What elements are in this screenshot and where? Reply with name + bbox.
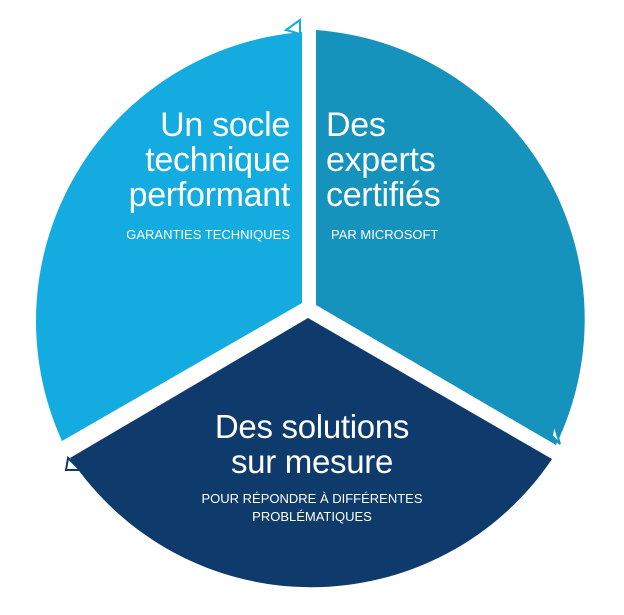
segment-experts-subtitle: PAR MICROSOFT bbox=[331, 226, 438, 244]
title-line: performant bbox=[128, 176, 291, 214]
rim-notch-top bbox=[283, 18, 301, 36]
subtitle-line: PROBLÉMATIQUES bbox=[252, 509, 372, 524]
segment-experts-shape bbox=[316, 30, 585, 445]
title-line: Des solutions bbox=[214, 408, 410, 445]
segment-solutions-title: Des solutions sur mesure bbox=[112, 409, 512, 479]
segment-technique-title: Un socle technique performant bbox=[128, 106, 291, 214]
segment-technique-subtitle: GARANTIES TECHNIQUES bbox=[126, 226, 290, 244]
subtitle-line: GARANTIES TECHNIQUES bbox=[126, 227, 290, 242]
segment-solutions-subtitle: POUR RÉPONDRE À DIFFÉRENTES PROBLÉMATIQU… bbox=[112, 490, 512, 526]
segment-solutions-shape bbox=[70, 318, 552, 588]
title-line: Des bbox=[326, 106, 386, 144]
title-line: sur mesure bbox=[230, 443, 394, 480]
title-line: experts bbox=[326, 141, 436, 179]
subtitle-line: PAR MICROSOFT bbox=[331, 227, 439, 242]
title-line: Un socle bbox=[160, 106, 290, 144]
rim-notch-left bbox=[64, 455, 83, 471]
title-line: technique bbox=[145, 141, 290, 179]
segment-experts-title: Des experts certifiés bbox=[326, 106, 441, 214]
title-line: certifiés bbox=[326, 176, 441, 214]
segment-technique-shape bbox=[36, 32, 303, 441]
subtitle-line: POUR RÉPONDRE À DIFFÉRENTES bbox=[201, 491, 423, 506]
rim-notch-right bbox=[550, 423, 561, 445]
